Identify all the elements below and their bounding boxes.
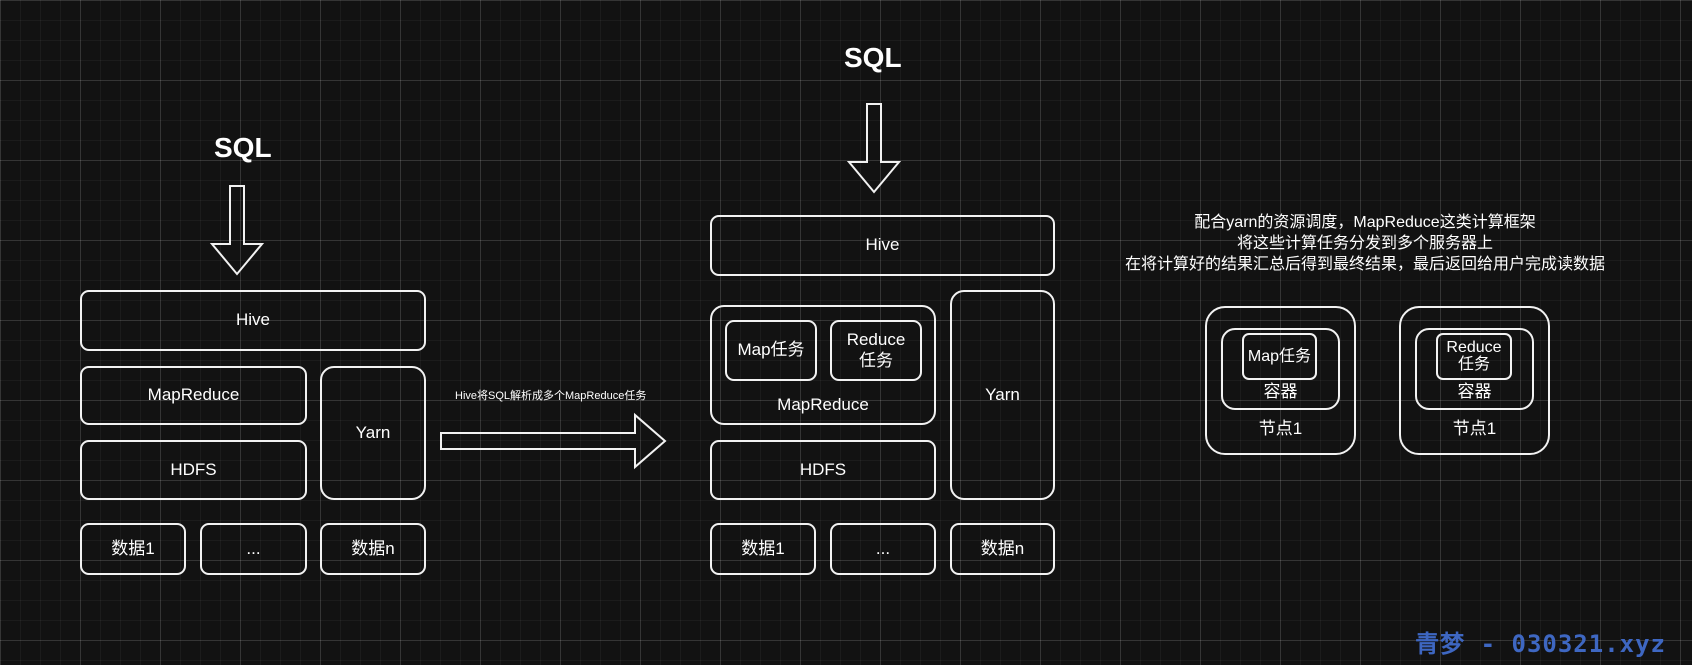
node-box-reduce[interactable]: 节点1 [1399,306,1550,455]
right-arrow-shape [440,412,667,470]
left-data-last-label: 数据n [351,538,395,558]
left-sql-label: SQL [214,132,272,163]
left-data-ellipsis-box[interactable]: ... [200,523,307,575]
middle-sql-label: SQL [844,42,902,73]
task-label-reduce: Reduce任务 [1446,338,1502,373]
left-hdfs-box[interactable]: HDFS [80,440,307,500]
container-label-reduce: 容器 [1457,381,1492,401]
left-down-arrow [209,185,265,276]
middle-yarn-box[interactable]: Yarn [950,290,1055,500]
middle-data-last-label: 数据n [980,538,1025,558]
middle-hdfs-label: HDFS [799,459,847,479]
watermark: 青梦 - 030321.xyz [1415,630,1666,658]
reduce-task-box[interactable]: Reduce任务 [830,320,922,381]
left-mapreduce-label: MapReduce [147,385,240,405]
task-box-map[interactable]: Map任务 [1242,333,1317,380]
left-data-first-box[interactable]: 数据1 [80,523,186,575]
map-task-label: Map任务 [737,340,805,360]
task-label-map: Map任务 [1247,347,1312,365]
middle-data-last-box[interactable]: 数据n [950,523,1055,575]
description-line-2: 将这些计算任务分发到多个服务器上 [1236,235,1493,252]
middle-hive-label: Hive [865,235,900,255]
task-box-reduce[interactable]: Reduce任务 [1436,333,1512,380]
container-box-map[interactable]: 容器 [1221,328,1340,410]
node-label-reduce: 节点1 [1452,418,1497,438]
left-data-first-label: 数据1 [111,538,155,558]
middle-data-ellipsis-label: ... [875,538,891,558]
description-text: 配合yarn的资源调度，MapReduce这类计算框架 将这些计算任务分发到多个… [1100,212,1630,275]
left-hive-label: Hive [235,310,270,330]
node-box-map[interactable]: 节点1 [1205,306,1356,455]
transition-label: Hive将SQL解析成多个MapReduce任务 [455,390,647,402]
description-line-1: 配合yarn的资源调度，MapReduce这类计算框架 [1194,214,1536,231]
reduce-task-label: Reduce任务 [846,330,906,370]
container-box-reduce[interactable]: 容器 [1415,328,1534,410]
middle-yarn-label: Yarn [985,384,1020,404]
middle-down-arrow [846,103,902,194]
middle-data-ellipsis-box[interactable]: ... [830,523,936,575]
left-data-ellipsis-label: ... [246,538,261,558]
description-line-3: 在将计算好的结果汇总后得到最终结果，最后返回给用户完成读数据 [1124,256,1605,273]
left-hdfs-label: HDFS [170,459,217,479]
middle-data-first-label: 数据1 [741,538,785,558]
container-label-map: 容器 [1263,381,1298,401]
left-yarn-box[interactable]: Yarn [320,366,426,500]
left-mapreduce-box[interactable]: MapReduce [80,366,307,425]
left-yarn-label: Yarn [355,422,391,442]
node-label-map: 节点1 [1258,418,1303,438]
middle-mapreduce-label: MapReduce [777,394,869,414]
right-arrow [440,412,667,470]
left-data-last-box[interactable]: 数据n [320,523,426,575]
middle-hive-box[interactable]: Hive [710,215,1055,276]
middle-down-arrow-shape [846,103,902,194]
middle-hdfs-box[interactable]: HDFS [710,440,936,500]
middle-mapreduce-box[interactable]: MapReduce [710,305,936,425]
left-down-arrow-shape [209,185,265,276]
map-task-box[interactable]: Map任务 [725,320,817,381]
left-hive-box[interactable]: Hive [80,290,426,351]
middle-data-first-box[interactable]: 数据1 [710,523,816,575]
